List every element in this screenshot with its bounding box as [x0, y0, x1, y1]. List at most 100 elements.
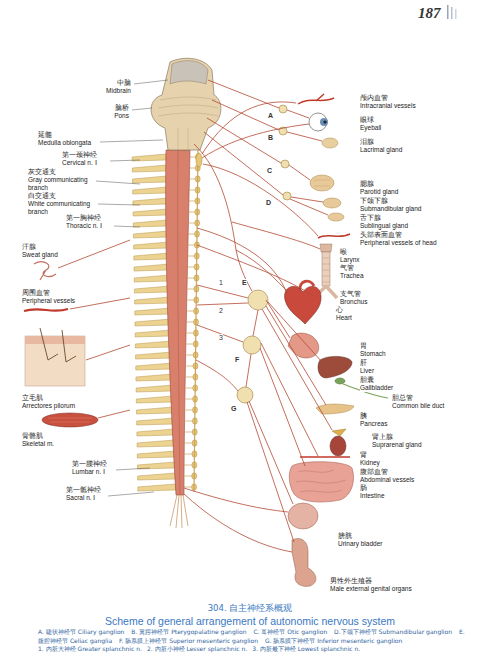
spinal-root: [136, 385, 173, 392]
structure-label: 肾: [360, 451, 367, 459]
autonomic-nerves: [197, 245, 313, 296]
nerve-number: 2: [219, 307, 223, 315]
spinal-root: [136, 352, 172, 359]
key-item: 1. 内脏大神经 Greater splanchnic n.: [38, 645, 142, 652]
structure-label: 周围血管: [22, 289, 50, 297]
structure-label: 第一胸神经: [66, 214, 101, 222]
autonomic-nerves: [253, 310, 258, 336]
structure-label: 胃: [360, 342, 367, 350]
structure-label: 喉: [340, 248, 347, 256]
spinal-root: [135, 319, 171, 326]
somatic-nerves: [70, 298, 130, 309]
structure-label: Skeletal m.: [22, 440, 54, 448]
spinal-root: [138, 484, 176, 491]
autonomic-nerves: [236, 250, 288, 292]
spinal-root: [133, 209, 168, 216]
structure-label: Cervical n. Ⅰ: [62, 159, 97, 167]
structure-label: 脑桥: [115, 104, 129, 112]
spinal-cord: [166, 150, 190, 528]
nerve-number: 3: [219, 334, 223, 342]
structure-label: 下颌下腺: [360, 197, 388, 205]
autonomic-nerves: [208, 80, 279, 108]
structure-label: 第一颈神经: [62, 151, 97, 159]
abdominal-organs: [330, 436, 346, 456]
structure-label: Peripheral vessels of head: [360, 239, 437, 247]
structure-label: Pancreas: [360, 420, 387, 428]
abdominal-organs: [335, 378, 345, 384]
structure-label: 男性外生殖器: [330, 577, 372, 585]
spinal-root: [133, 231, 168, 238]
structure-label: Suprarenal gland: [372, 441, 422, 449]
autonomic-nerves: [196, 360, 238, 391]
spinal-root: [133, 220, 168, 227]
ganglia: [243, 336, 261, 354]
head-organs: [298, 94, 334, 104]
leader-lines: [100, 140, 163, 142]
spinal-root: [135, 308, 171, 315]
spinal-root: [132, 165, 166, 172]
abdominal-organs: [288, 503, 318, 529]
spinal-root: [136, 374, 173, 381]
page-number: 187: [418, 5, 441, 21]
thoracic-organs: [322, 258, 330, 282]
structure-label: 颅内血管: [360, 94, 388, 102]
autonomic-nerves: [197, 303, 248, 305]
abdominal-organs: [300, 456, 350, 458]
key-item: G. 肠系膜下神经节 Inferior mesenteric ganglion: [265, 637, 402, 644]
structure-label: Thoracic n. Ⅰ: [66, 222, 102, 230]
abdominal-organs: [292, 539, 316, 587]
structure-label: Arrectores pilorum: [22, 402, 75, 410]
spinal-cord: [178, 150, 180, 495]
autonomic-nerves: [184, 488, 288, 512]
leader-lines: [114, 226, 140, 227]
structure-label: Abdominal vessels: [360, 476, 414, 484]
key-item: A. 睫状神经节 Ciliary ganglion: [38, 628, 124, 635]
structure-label: Bronchus: [340, 298, 367, 306]
figure-caption: 304. 自主神经系概观: [208, 603, 293, 614]
autonomic-nerves: [194, 144, 252, 291]
key-item: 3. 内脏最下神经 Lowest splanchnic n.: [252, 645, 360, 652]
structure-label: Sacral n. Ⅰ: [66, 494, 95, 502]
ganglion-letter: G: [231, 405, 236, 413]
structure-label: 骨骼肌: [22, 432, 43, 440]
structure-label: 第一骶神经: [66, 486, 101, 494]
abdominal-organs: [289, 462, 353, 502]
autonomic-nerves: [287, 132, 322, 141]
structure-label: Lacrimal gland: [360, 146, 402, 154]
structure-label: 气管: [340, 264, 354, 272]
autonomic-nerves: [266, 300, 290, 338]
leader-lines: [134, 80, 168, 84]
autonomic-nerves: [246, 354, 251, 387]
structure-label: 灰交通支: [28, 168, 56, 176]
head-organs: [322, 138, 338, 148]
ganglion-letter: E: [242, 279, 247, 287]
head-organs: [298, 94, 350, 238]
structure-label: Trachea: [340, 272, 364, 280]
brainstem: [151, 58, 221, 150]
autonomic-nerves: [260, 348, 305, 466]
spinal-root: [137, 429, 174, 436]
structure-label: Intestine: [360, 492, 385, 500]
leader-lines: [116, 468, 150, 470]
header-bars: [455, 9, 457, 19]
spinal-root: [135, 341, 171, 348]
somatic-effectors: [34, 262, 56, 280]
head-organs: [310, 175, 334, 191]
key-item: C. 耳神经节 Otic ganglion: [253, 628, 327, 635]
spinal-root: [133, 187, 167, 194]
structure-label: 延髓: [38, 131, 52, 139]
head-organs: [320, 118, 328, 126]
head-organs: [314, 180, 330, 186]
autonomic-nerves: [249, 401, 293, 504]
autonomic-nerves: [289, 165, 310, 180]
brainstem: [158, 97, 218, 116]
structure-label: 腹部血管: [360, 468, 388, 476]
brainstem: [151, 58, 221, 150]
structure-label: 泪腺: [360, 138, 374, 146]
somatic-effectors: [25, 336, 85, 344]
ganglion-letter: B: [268, 134, 273, 142]
brainstem: [178, 128, 188, 150]
key-item: F. 肠系膜上神经节 Superior mesenteric ganglion: [119, 637, 258, 644]
spinal-root: [134, 253, 169, 260]
